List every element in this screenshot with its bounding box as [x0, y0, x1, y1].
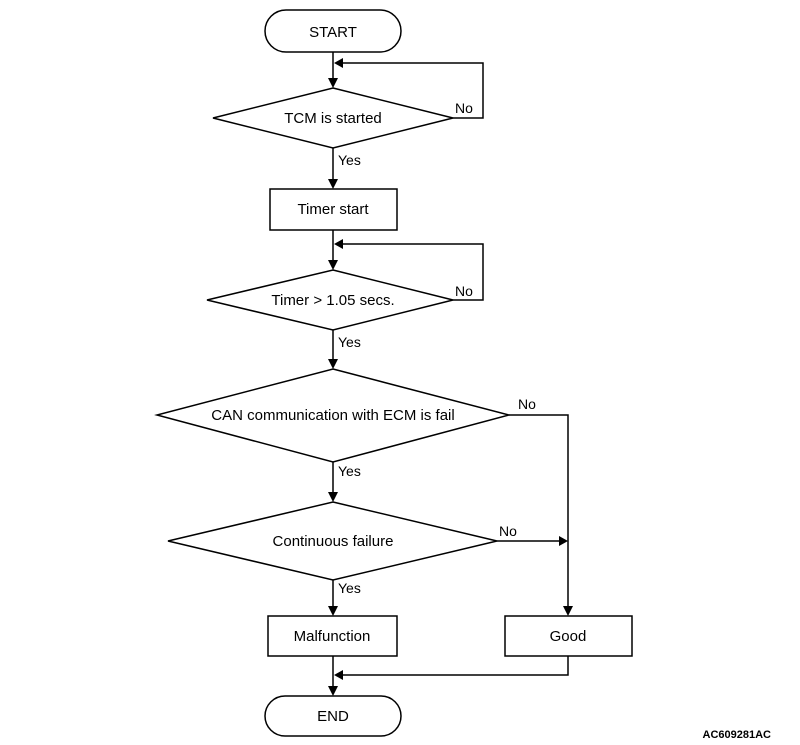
branch-label-no: No	[455, 283, 473, 299]
arrowhead	[559, 536, 568, 546]
branch-label-no: No	[518, 396, 536, 412]
arrowhead	[563, 606, 573, 616]
decision-timer-check-label: Timer > 1.05 secs.	[271, 292, 394, 309]
arrowhead	[328, 359, 338, 369]
decision-continuous-failure-label: Continuous failure	[273, 533, 394, 550]
loop-timer-no	[341, 243, 484, 301]
decision-tcm-started-label: TCM is started	[284, 110, 382, 127]
loop-tcm-no	[341, 62, 484, 119]
arrowhead	[334, 670, 343, 680]
process-timer-start-label: Timer start	[297, 201, 369, 218]
branch-label-yes: Yes	[338, 463, 361, 479]
end-label: END	[317, 708, 349, 725]
branch-label-yes: Yes	[338, 152, 361, 168]
branch-label-no: No	[455, 100, 473, 116]
arrowhead	[328, 260, 338, 270]
arrowhead	[328, 606, 338, 616]
arrowhead	[334, 58, 343, 68]
connector-can-no-to-good	[509, 414, 569, 608]
start-label: START	[309, 24, 357, 41]
process-malfunction	[267, 615, 398, 657]
arrowhead	[328, 686, 338, 696]
arrowhead	[334, 239, 343, 249]
branch-label-no: No	[499, 523, 517, 539]
arrowhead	[328, 78, 338, 88]
reference-code: AC609281AC	[703, 729, 772, 741]
end-terminator	[264, 695, 402, 737]
process-good-label: Good	[550, 628, 587, 645]
arrowhead	[328, 179, 338, 189]
decision-can-fail-label: CAN communication with ECM is fail	[211, 407, 454, 424]
process-malfunction-label: Malfunction	[294, 628, 371, 645]
arrowhead	[328, 492, 338, 502]
branch-label-yes: Yes	[338, 334, 361, 350]
branch-label-yes: Yes	[338, 580, 361, 596]
connector-good-to-end	[342, 656, 569, 676]
